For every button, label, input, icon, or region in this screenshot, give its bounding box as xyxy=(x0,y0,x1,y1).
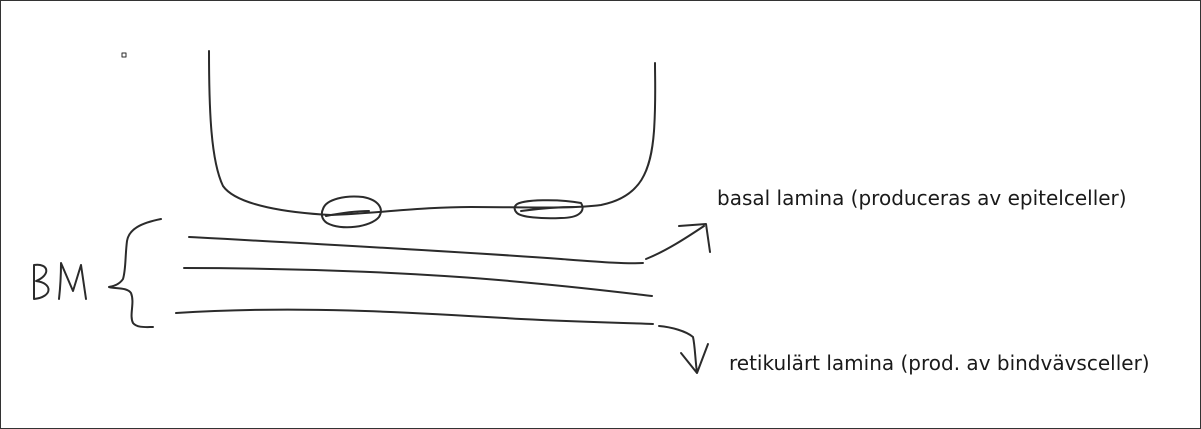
hemidesmosome-right xyxy=(513,199,584,220)
stray-mark xyxy=(121,52,127,58)
arrow-reticular-lamina xyxy=(658,325,709,374)
label-basal-lamina: basal lamina (produceras av epitelceller… xyxy=(717,186,1127,210)
bm-handwritten xyxy=(33,262,87,300)
hemidesmosome-left xyxy=(320,195,382,229)
curly-brace xyxy=(108,218,162,329)
label-reticular-lamina: retikulärt lamina (prod. av bindvävscell… xyxy=(729,351,1150,375)
arrow-basal-lamina xyxy=(645,223,711,260)
epithelial-cell-outline xyxy=(208,50,657,216)
lamina-line-1 xyxy=(188,236,644,265)
lamina-line-2 xyxy=(183,267,653,297)
lamina-line-3 xyxy=(175,308,654,325)
